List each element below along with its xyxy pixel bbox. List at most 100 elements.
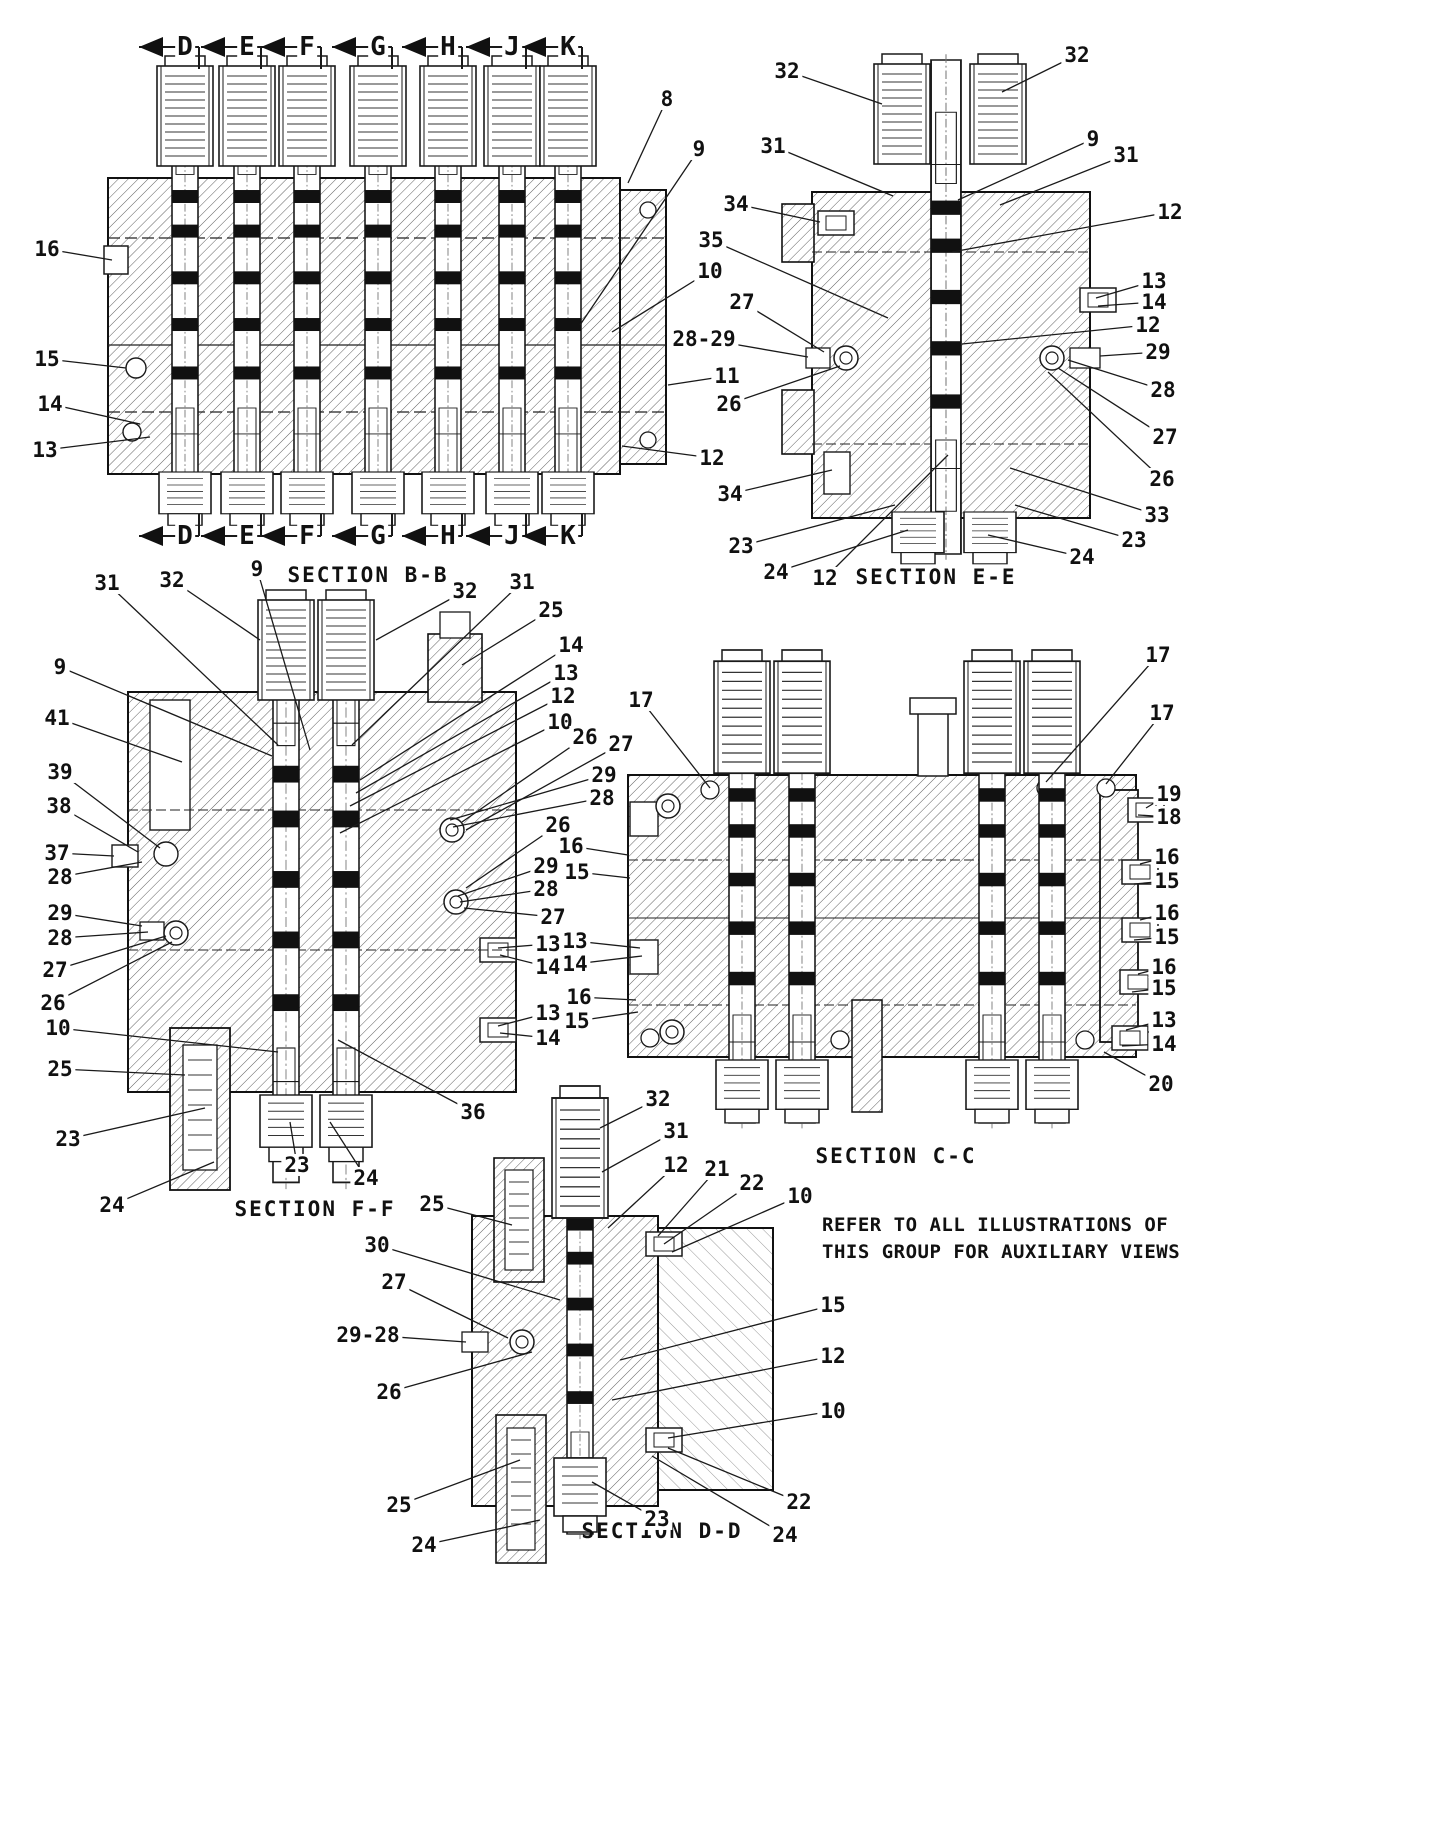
callout-ff-27-22: 27 — [39, 959, 71, 981]
callout-ee-12-6: 12 — [1154, 201, 1186, 223]
callout-ff-31-4: 31 — [506, 571, 538, 593]
callout-dd-10-13: 10 — [817, 1400, 849, 1422]
cutline-e-top: E — [237, 32, 257, 62]
callout-ee-26-17: 26 — [1146, 468, 1178, 490]
section-ff-drawing — [111, 589, 517, 1191]
bolt-hole — [640, 1028, 660, 1048]
callout-dd-10-5: 10 — [784, 1185, 816, 1207]
callout-cc-16-11: 16 — [1151, 846, 1183, 868]
callout-dd-31-1: 31 — [660, 1120, 692, 1142]
leader-line — [1057, 367, 1166, 438]
port-boss — [781, 389, 815, 455]
leader-line — [398, 1459, 521, 1506]
callout-ee-27-8: 27 — [726, 291, 758, 313]
leader-line — [59, 666, 273, 757]
callout-ff-32-1: 32 — [156, 569, 188, 591]
bolt-hole — [639, 201, 657, 219]
leader-line — [671, 1195, 801, 1253]
callout-dd-21-3: 21 — [701, 1158, 733, 1180]
callout-ee-28-14: 28 — [1147, 379, 1179, 401]
section-title-ee: SECTION E-E — [855, 565, 1017, 589]
callout-ff-28-19: 28 — [44, 866, 76, 888]
section-title-cc: SECTION C-C — [815, 1144, 977, 1168]
callout-ee-9-3: 9 — [1083, 128, 1103, 150]
bolt-hole — [830, 1030, 850, 1050]
auxiliary-note: REFER TO ALL ILLUSTRATIONS OF THIS GROUP… — [822, 1212, 1180, 1265]
callout-ee-24-22: 24 — [760, 561, 792, 583]
callout-cc-15-12: 15 — [1151, 870, 1183, 892]
callout-ff-9-14: 9 — [50, 656, 70, 678]
section-title-bb: SECTION B-B — [287, 563, 449, 587]
auxiliary-note-line2: THIS GROUP FOR AUXILIARY VIEWS — [822, 1240, 1181, 1263]
callout-ee-28-29-12: 28-29 — [669, 328, 739, 350]
callout-ff-38-17: 38 — [43, 795, 75, 817]
callout-ff-23-37: 23 — [281, 1154, 313, 1176]
callout-ff-36-36: 36 — [457, 1101, 489, 1123]
leader-line — [56, 717, 183, 763]
leader-line — [611, 270, 711, 333]
cutline-g-top: G — [368, 32, 388, 62]
port-boss — [781, 203, 815, 263]
relief-valve-core — [504, 1169, 534, 1271]
callout-dd-12-2: 12 — [660, 1154, 692, 1176]
relief-valve-cap — [439, 611, 471, 639]
callout-dd-25-17: 25 — [383, 1494, 415, 1516]
cutline-f-top: F — [297, 32, 317, 62]
callout-ff-37-18: 37 — [41, 842, 73, 864]
leader-line — [999, 154, 1127, 206]
leader-line — [376, 1244, 561, 1301]
callout-ff-41-15: 41 — [41, 707, 73, 729]
leader-line — [987, 534, 1083, 558]
callout-ff-32-3: 32 — [449, 580, 481, 602]
callout-ee-26-15: 26 — [713, 393, 745, 415]
relief-valve-core — [182, 1044, 218, 1171]
cutline-h-bottom: H — [438, 521, 458, 551]
callout-ee-23-20: 23 — [725, 535, 757, 557]
section-dd-drawing — [461, 1085, 774, 1564]
bore-hole — [122, 422, 142, 442]
leader-line — [775, 529, 909, 573]
leader-line — [337, 1039, 474, 1113]
callout-ff-23-26: 23 — [52, 1128, 84, 1150]
callout-bb-12-8: 12 — [696, 447, 728, 469]
callout-dd-22-14: 22 — [783, 1491, 815, 1513]
callout-ff-13-32: 13 — [532, 933, 564, 955]
callout-bb-14-6: 14 — [34, 393, 66, 415]
end-block — [619, 189, 667, 465]
leader-line — [657, 1168, 718, 1237]
callout-ff-26-10: 26 — [569, 726, 601, 748]
callout-ee-34-5: 34 — [720, 193, 752, 215]
callout-ff-29-12: 29 — [588, 764, 620, 786]
callout-dd-30-7: 30 — [361, 1234, 393, 1256]
cutline-h-top: H — [438, 32, 458, 62]
leader-line — [423, 1519, 541, 1546]
callout-cc-17-2: 17 — [1146, 702, 1178, 724]
callout-cc-13-17: 13 — [1148, 1009, 1180, 1031]
leader-line — [449, 774, 605, 821]
leader-line — [772, 145, 894, 197]
callout-bb-11-5: 11 — [711, 365, 743, 387]
callout-cc-18-10: 18 — [1153, 806, 1185, 828]
leader-line — [640, 699, 711, 789]
callout-bb-13-7: 13 — [29, 439, 61, 461]
callout-cc-17-1: 17 — [1142, 644, 1174, 666]
callout-cc-20-19: 20 — [1145, 1073, 1177, 1095]
callout-ff-28-13: 28 — [586, 787, 618, 809]
callout-cc-16-7: 16 — [563, 986, 595, 1008]
callout-bb-15-4: 15 — [31, 348, 63, 370]
leader-line — [1067, 359, 1164, 391]
callout-cc-17-0: 17 — [625, 689, 657, 711]
callout-ff-13-7: 13 — [550, 662, 582, 684]
leader-line — [59, 771, 161, 849]
leader-line — [611, 1355, 834, 1401]
leader-line — [729, 469, 833, 495]
callout-ff-25-5: 25 — [535, 599, 567, 621]
center-boss-cap — [909, 697, 957, 715]
leader-line — [728, 365, 841, 405]
callout-cc-19-9: 19 — [1153, 783, 1185, 805]
callout-cc-16-3: 16 — [555, 835, 587, 857]
cutline-d-top: D — [175, 32, 195, 62]
section-ee-drawing — [781, 53, 1117, 565]
